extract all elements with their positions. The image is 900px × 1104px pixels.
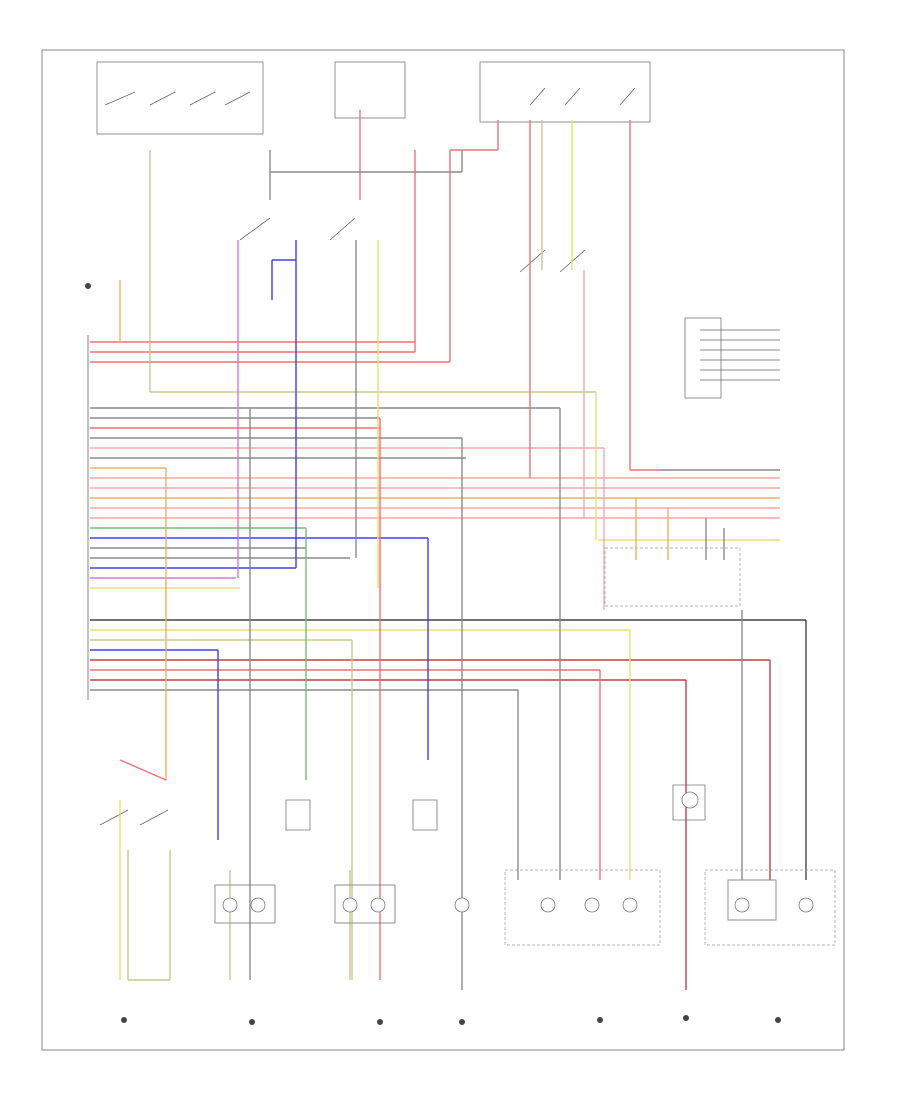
fuse-panel-box — [479, 61, 651, 123]
lower-harness-wires — [90, 619, 806, 691]
connector-pins — [700, 329, 780, 381]
dimmer-switch-box — [334, 61, 406, 119]
connector-block-right — [684, 317, 722, 399]
switch-contacts — [99, 87, 706, 831]
ground-symbols — [85, 283, 781, 1025]
headlight-switch-box — [96, 61, 264, 135]
vertical-wires — [119, 110, 807, 990]
lamp-assemblies — [214, 791, 836, 946]
diagram-frame — [41, 49, 845, 1051]
relay-module-outline — [604, 547, 741, 607]
harness-wires — [90, 341, 780, 589]
